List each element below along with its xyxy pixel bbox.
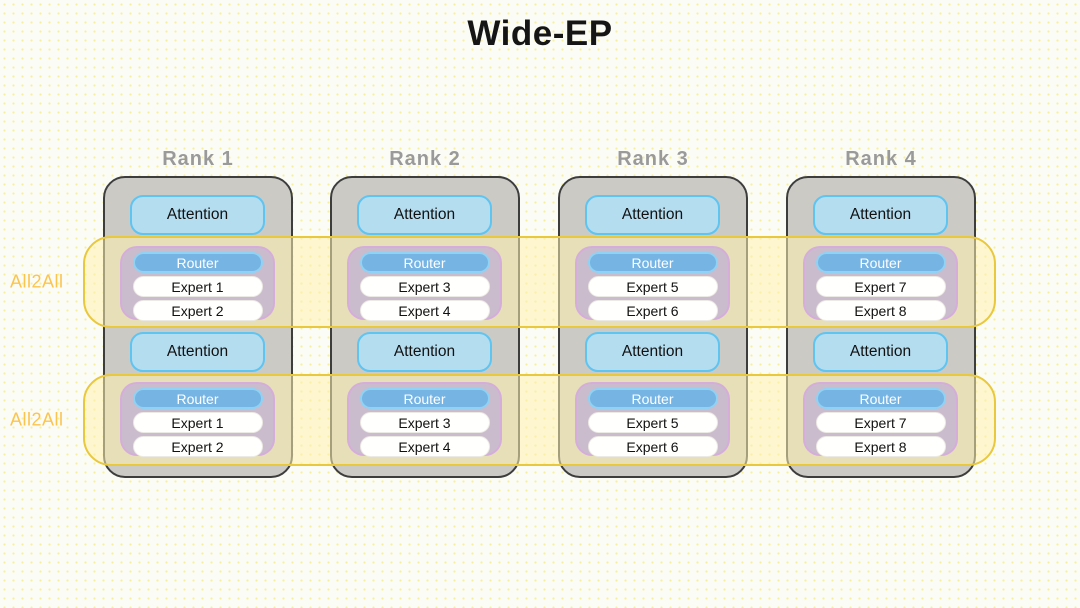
diagram-title: Wide-EP [467, 14, 613, 53]
router-pill: Router [359, 252, 490, 273]
attention-block: Attention [813, 332, 948, 372]
expert-pill: Expert 3 [359, 276, 490, 297]
expert-pill: Expert 7 [815, 412, 946, 433]
attention-block: Attention [585, 195, 720, 235]
rank-label: Rank 2 [389, 148, 461, 170]
expert-pill: Expert 1 [132, 412, 263, 433]
expert-pill: Expert 4 [359, 436, 490, 457]
expert-pill: Expert 8 [815, 436, 946, 457]
expert-pill: Expert 8 [815, 300, 946, 321]
router-pill: Router [359, 388, 490, 409]
all2all-label: All2All [10, 409, 64, 430]
expert-pill: Expert 6 [587, 436, 718, 457]
router-pill: Router [815, 388, 946, 409]
attention-block: Attention [357, 332, 492, 372]
attention-block: Attention [357, 195, 492, 235]
expert-pill: Expert 7 [815, 276, 946, 297]
rank-label: Rank 4 [845, 148, 917, 170]
rank-label: Rank 1 [162, 148, 234, 170]
expert-pill: Expert 4 [359, 300, 490, 321]
router-pill: Router [132, 252, 263, 273]
all2all-label: All2All [10, 271, 64, 292]
attention-block: Attention [585, 332, 720, 372]
router-pill: Router [132, 388, 263, 409]
expert-pill: Expert 5 [587, 412, 718, 433]
expert-pill: Expert 3 [359, 412, 490, 433]
expert-pill: Expert 6 [587, 300, 718, 321]
attention-block: Attention [130, 332, 265, 372]
router-pill: Router [587, 252, 718, 273]
expert-pill: Expert 2 [132, 436, 263, 457]
router-pill: Router [815, 252, 946, 273]
expert-pill: Expert 2 [132, 300, 263, 321]
rank-label: Rank 3 [617, 148, 689, 170]
expert-pill: Expert 5 [587, 276, 718, 297]
attention-block: Attention [813, 195, 948, 235]
router-pill: Router [587, 388, 718, 409]
attention-block: Attention [130, 195, 265, 235]
expert-pill: Expert 1 [132, 276, 263, 297]
